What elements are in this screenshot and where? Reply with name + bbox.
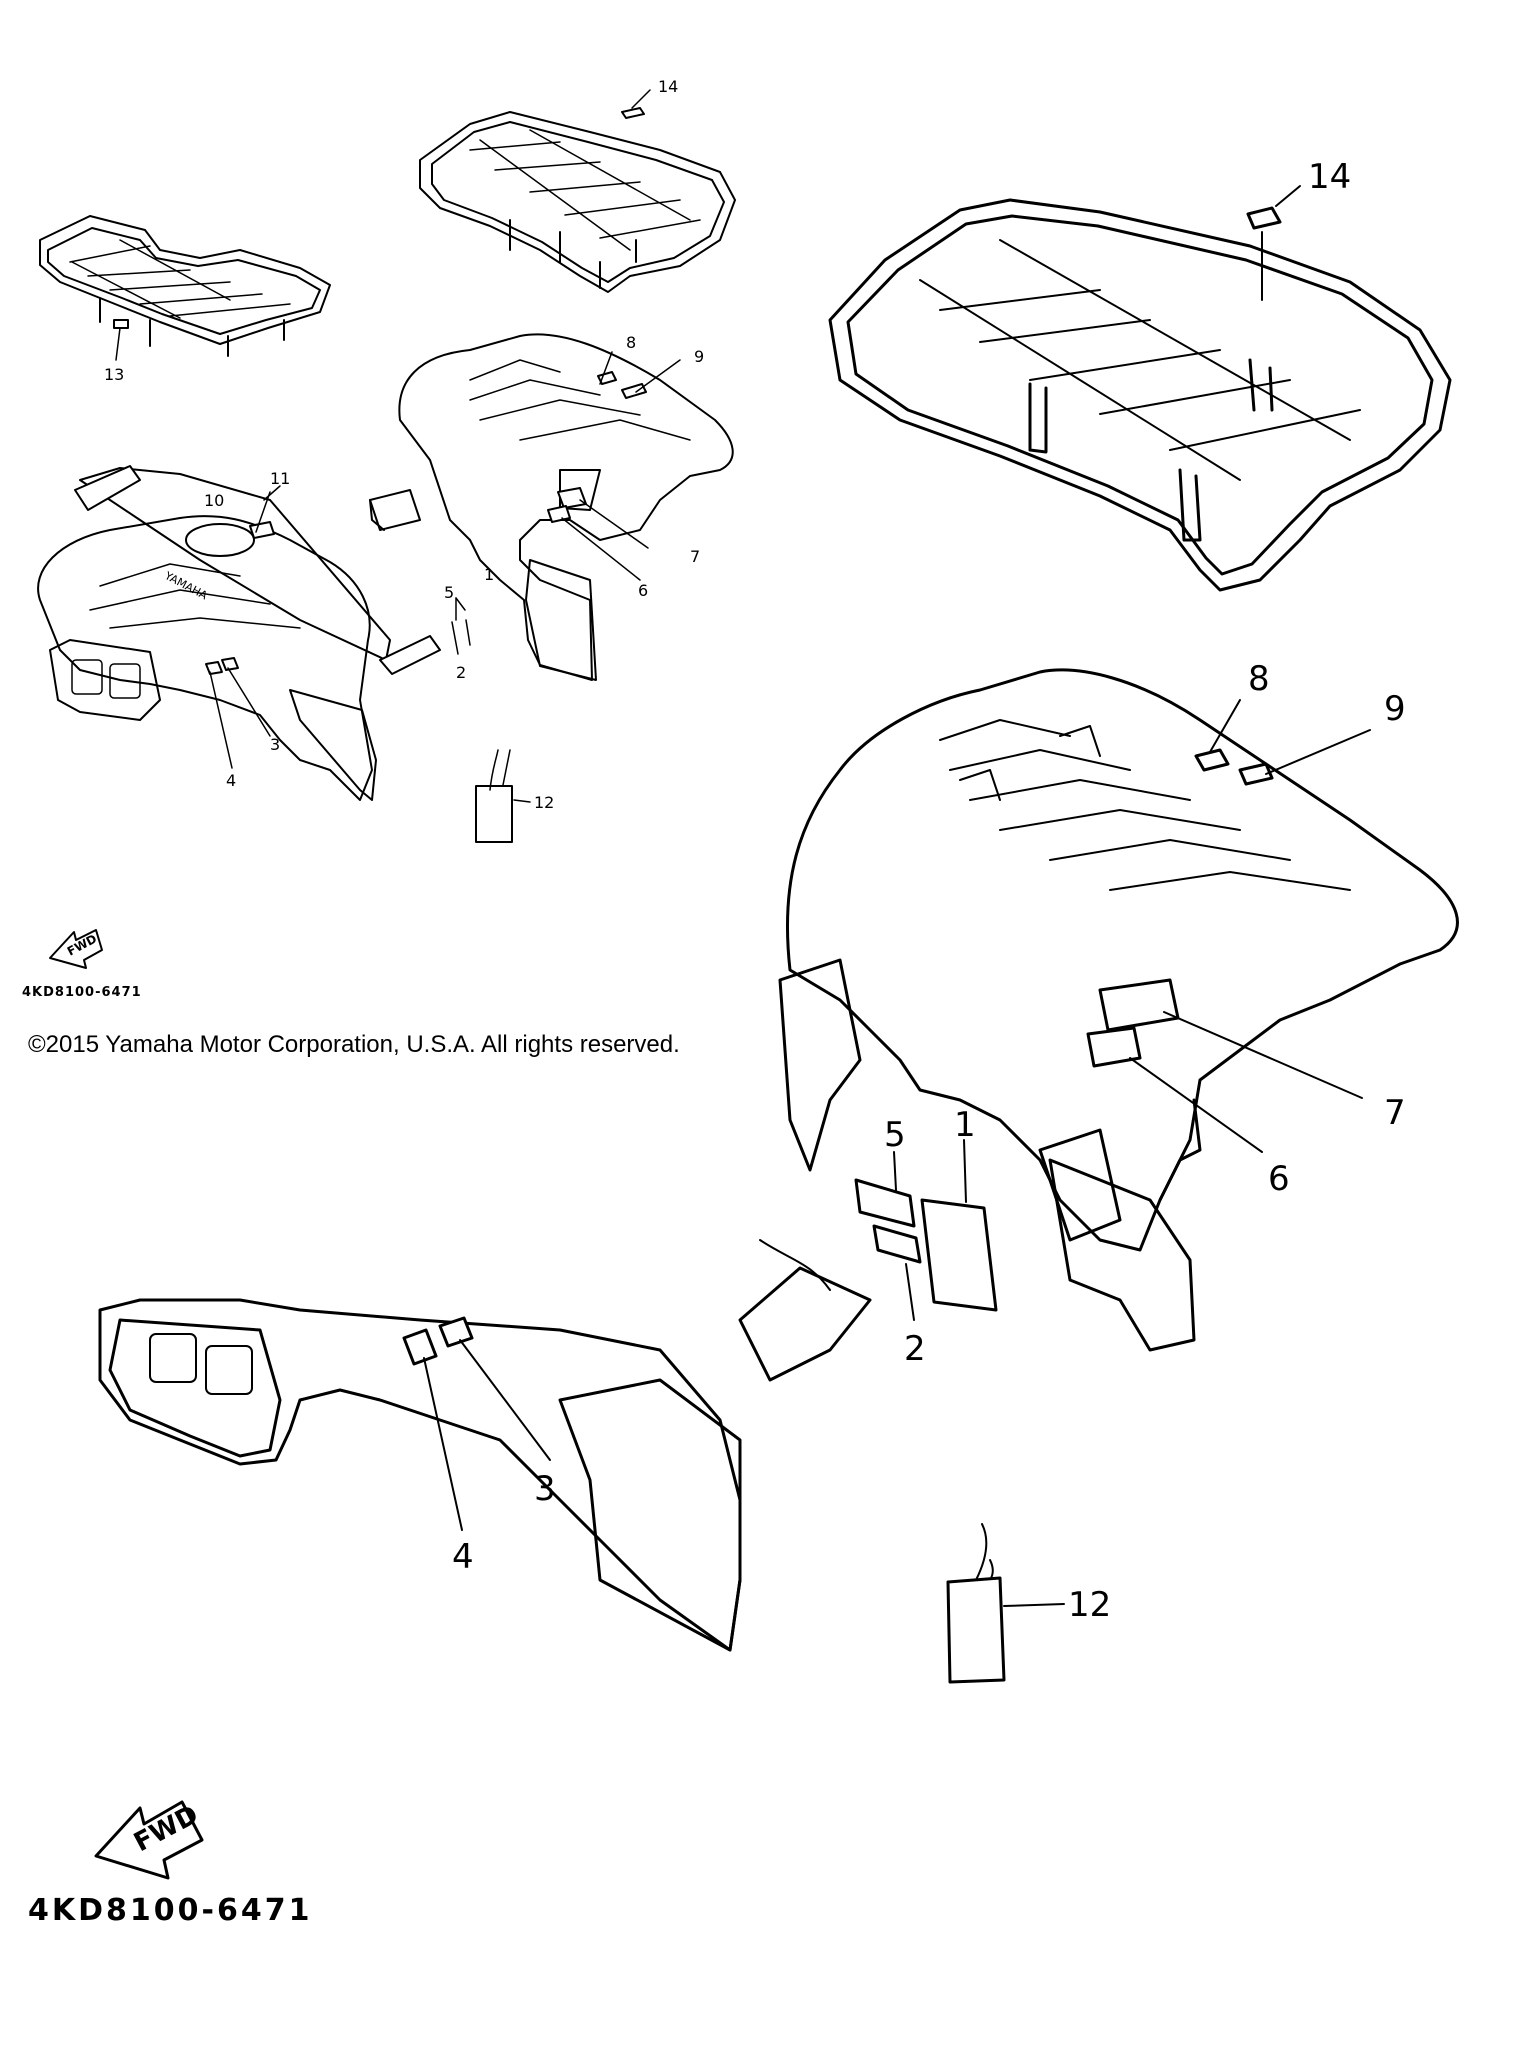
front-carrier-small [39,215,331,357]
callout-4-small: 4 [226,771,236,790]
callout-2-small: 2 [456,663,466,682]
callout-6: 6 [1268,1159,1290,1199]
decals-1-2-5-large [854,1139,998,1321]
callout-9: 9 [1384,689,1406,729]
callout-3-small: 3 [270,735,280,754]
callout-3: 3 [534,1469,556,1509]
callout-4: 4 [452,1537,474,1577]
callout-2: 2 [904,1329,926,1369]
front-fender-small: YAMAHA [37,465,441,801]
overview-small: YAMAHA [22,77,736,1000]
fwd-arrow-small: FWD [49,929,103,969]
callout-7-small: 7 [690,547,700,566]
callout-leaders-small [115,327,681,803]
callout-14-small: 14 [658,77,678,96]
callout-5: 5 [884,1115,906,1155]
rear-carrier-small [419,89,736,293]
rear-carrier-large [828,185,1452,592]
hang-tag-12-large [946,1523,1065,1684]
callout-12-small: 12 [534,793,554,812]
callout-1-small: 1 [484,565,494,584]
rear-fender-large [778,668,1459,1352]
part-code-large: 4KD8100-6471 [28,1893,312,1928]
front-fender-large [98,1298,742,1652]
rear-fender-small [369,333,734,681]
fwd-arrow-large: FWD [94,1800,204,1880]
copyright-text: ©2015 Yamaha Motor Corporation, U.S.A. A… [28,1031,680,1058]
callout-14: 14 [1308,157,1351,197]
callout-8: 8 [1248,659,1270,699]
callout-1: 1 [954,1105,976,1145]
callout-5-small: 5 [444,583,454,602]
callout-8-small: 8 [626,333,636,352]
callout-13-small: 13 [104,365,124,384]
callout-10-small: 10 [204,491,224,510]
fender-brand-small: YAMAHA [162,569,210,603]
callout-12: 12 [1068,1585,1111,1625]
callout-6-small: 6 [638,581,648,600]
helmet-tag-small [475,749,513,843]
callout-11-small: 11 [270,469,290,488]
part-code-small: 4KD8100-6471 [22,985,142,1000]
decal-11-large [738,1239,872,1382]
callout-9-small: 9 [694,347,704,366]
callout-7: 7 [1384,1093,1406,1133]
